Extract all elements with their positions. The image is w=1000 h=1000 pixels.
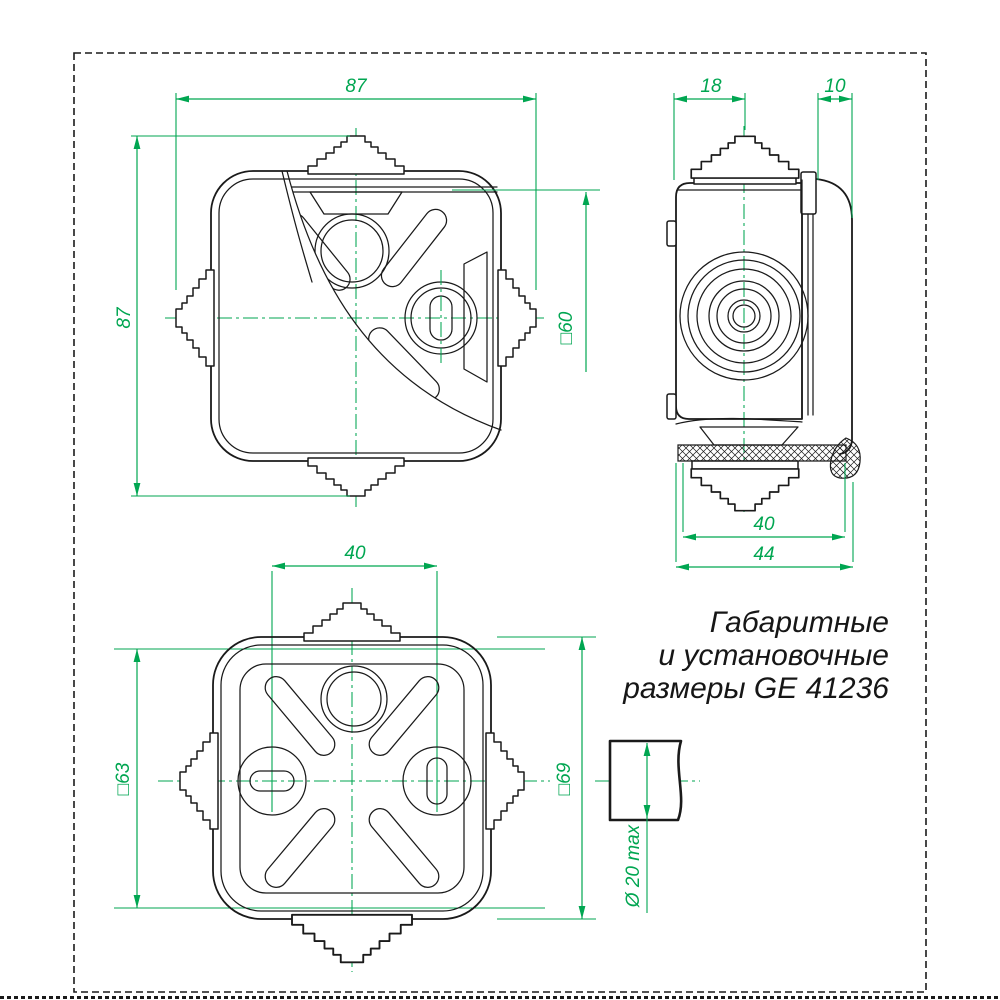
page-border [73, 52, 927, 993]
side-clip-upper [666, 220, 677, 247]
dim-front-lid: □60 [452, 189, 600, 372]
back-mount-slot-right [426, 757, 448, 805]
dim-front-width: 87 [175, 76, 537, 290]
detail-pipe-section [608, 739, 683, 822]
side-hinge [800, 171, 817, 215]
dim-side-depth-overall: 44 [675, 463, 854, 571]
front-boss-stub [310, 334, 334, 358]
dim-side-depth-inner: 40 [682, 463, 846, 541]
side-lid-bottom-wave [675, 417, 803, 425]
dim-side-lid-depth: 10 [817, 76, 853, 218]
side-membrane-circles [679, 251, 809, 381]
back-gland-right [485, 732, 525, 830]
back-mount-slot-left [249, 770, 295, 792]
side-seal-hatch [677, 444, 847, 462]
dim-back-40-label: 40 [344, 543, 366, 564]
front-lid-cut-curve [286, 170, 502, 431]
dim-side-40-label: 40 [753, 514, 775, 535]
dim-back-overall: □69 [554, 637, 586, 919]
front-side-bracket [463, 251, 488, 383]
front-lid-cut-curve-inner [281, 170, 313, 283]
front-lid-details [287, 186, 498, 401]
front-gland-left [175, 269, 215, 367]
dim-side-10-label: 10 [824, 76, 846, 97]
back-slot-lower-left [264, 808, 336, 888]
dim-front-height: 87 [114, 135, 350, 497]
back-gland-bottom [291, 913, 413, 964]
front-gland-bottom [307, 457, 405, 497]
side-clip-lower [666, 393, 677, 420]
front-body-inner-outline [218, 178, 494, 454]
caption: Габаритные и установочные размеры GE 412… [622, 606, 889, 705]
caption-line-2: и установочные [658, 639, 889, 672]
dim-detail-cable: Ø 20 max [623, 743, 651, 913]
front-slot-upper-right [380, 208, 448, 288]
dim-front-lid-label: □60 [556, 311, 577, 344]
dim-side-18-label: 18 [700, 76, 722, 97]
caption-line-3: размеры GE 41236 [622, 672, 889, 705]
side-view: 18 10 40 44 [666, 76, 861, 571]
back-view: 40 □63 □69 [113, 543, 596, 972]
back-mount-boss-right [402, 746, 472, 816]
dim-detail-cable-label: Ø 20 max [623, 823, 644, 908]
dim-back-mount-spacing: 40 [272, 543, 437, 570]
back-gland-top [303, 602, 401, 642]
dim-front-height-label: 87 [114, 306, 135, 329]
back-mount-boss-left [237, 746, 307, 816]
side-gland-top [690, 135, 800, 179]
back-slot-upper-right [368, 676, 440, 756]
front-gland-right [497, 269, 537, 367]
back-top-circle [320, 665, 388, 733]
front-view: 87 87 □60 [114, 76, 600, 508]
side-seal-cap [699, 426, 799, 446]
back-gland-left [179, 732, 219, 830]
dim-back-body: □63 [113, 649, 141, 908]
back-slot-upper-left [264, 676, 336, 756]
cable-detail: Ø 20 max [595, 739, 700, 913]
dim-back-69-label: □69 [554, 762, 575, 795]
dim-back-63-label: □63 [113, 762, 134, 795]
dim-side-gland-center: 18 [673, 76, 746, 180]
side-lid-outline [801, 178, 853, 455]
front-latch [309, 191, 403, 215]
caption-line-1: Габаритные [710, 606, 889, 639]
back-face-outline [239, 663, 465, 894]
dim-front-width-label: 87 [345, 76, 368, 97]
back-slot-lower-right [368, 808, 440, 888]
side-seal-corner [829, 437, 861, 479]
dim-side-44-label: 44 [753, 544, 774, 565]
side-gland-bottom [690, 468, 800, 512]
back-body-inner-outline [220, 644, 484, 912]
front-slot-upper-left [287, 213, 351, 291]
front-gland-top [307, 135, 405, 175]
